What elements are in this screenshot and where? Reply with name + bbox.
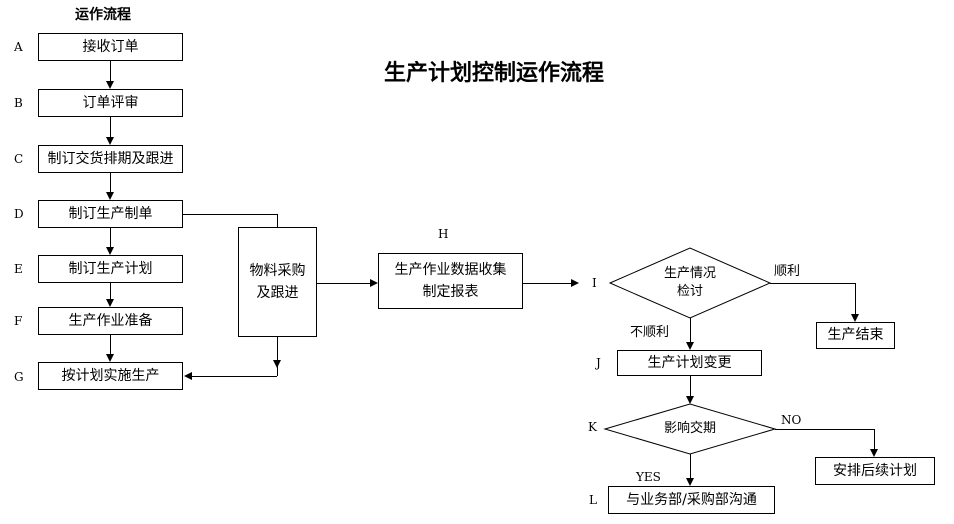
step-letter-e: E: [14, 262, 23, 276]
connector-material-h: [317, 283, 370, 284]
node-material-purchase[interactable]: 物料采购 及跟进: [238, 227, 317, 337]
arrowhead-j-k: [686, 396, 694, 404]
arrowhead-f-g: [106, 354, 114, 362]
step-letter-d: D: [14, 207, 24, 221]
connector-j-k: [690, 376, 691, 396]
connector-b-c: [110, 117, 111, 137]
connector-d-material-h: [183, 214, 278, 215]
arrowhead-k-l: [686, 478, 694, 486]
node-e-production-plan[interactable]: 制订生产计划: [38, 255, 183, 283]
connector-k-l: [690, 454, 691, 478]
arrowhead-k-followup: [870, 449, 878, 457]
node-a-receive-order[interactable]: 接收订单: [38, 33, 183, 61]
arrowhead-h-i: [571, 279, 579, 287]
connector-i-end-h: [770, 283, 856, 284]
step-letter-f: F: [14, 314, 23, 328]
arrowhead-i-j: [686, 342, 694, 350]
step-letter-k: K: [588, 420, 597, 434]
material-line-1: 物料采购: [249, 262, 306, 279]
arrowhead-a-b: [106, 81, 114, 89]
decision-k-affects-delivery[interactable]: 影响交期: [603, 403, 777, 455]
connector-e-f: [110, 283, 111, 299]
data-node-line-1: 生产作业数据收集: [394, 261, 507, 278]
data-node-line-2: 制定报表: [422, 284, 479, 300]
connector-h-i: [523, 283, 571, 284]
page-title: 生产计划控制运作流程: [384, 61, 605, 86]
connector-c-d: [110, 173, 111, 192]
edge-label-not-smooth: 不顺利: [630, 325, 670, 340]
connector-a-b: [110, 61, 111, 81]
edge-label-no: NO: [781, 413, 802, 427]
arrowhead-i-end: [851, 314, 859, 322]
arrowhead-material-g: [184, 372, 192, 380]
arrowhead-c-d: [106, 192, 114, 200]
node-h-data-collection[interactable]: 生产作业数据收集 制定报表: [378, 253, 523, 309]
node-b-order-review[interactable]: 订单评审: [38, 89, 183, 117]
connector-k-followup-v: [874, 429, 875, 449]
arrowhead-b-c: [106, 137, 114, 145]
node-g-execute-plan[interactable]: 按计划实施生产: [38, 362, 183, 390]
arrowhead-material-h: [370, 279, 378, 287]
step-letter-j: J: [596, 356, 601, 370]
decision-i-production-status[interactable]: 生产情况 检讨: [608, 247, 772, 319]
column-header-operation-flow: 运作流程: [75, 7, 131, 23]
connector-i-j: [690, 318, 691, 342]
edge-label-yes: YES: [636, 470, 661, 484]
connector-d-e: [110, 228, 111, 247]
node-c-delivery-schedule[interactable]: 制订交货排期及跟进: [38, 145, 183, 173]
step-letter-l: L: [589, 493, 597, 507]
connector-i-end-v: [855, 283, 856, 314]
connector-f-g: [110, 335, 111, 354]
node-j-plan-change[interactable]: 生产计划变更: [617, 350, 762, 376]
node-production-end[interactable]: 生产结束: [816, 322, 895, 349]
material-line-2: 及跟进: [256, 285, 299, 301]
arrowhead-d-e: [106, 247, 114, 255]
edge-label-smooth: 顺利: [774, 264, 801, 279]
connector-material-g-h: [192, 376, 277, 377]
step-letter-c: C: [14, 152, 24, 166]
node-followup-plan[interactable]: 安排后续计划: [815, 457, 935, 485]
node-l-communicate[interactable]: 与业务部/采购部沟通: [608, 486, 775, 514]
node-d-production-order[interactable]: 制订生产制单: [38, 200, 183, 228]
step-letter-h: H: [438, 227, 449, 241]
arrowhead-e-f: [106, 299, 114, 307]
step-letter-i: I: [592, 276, 597, 290]
step-letter-a: A: [14, 40, 23, 54]
step-letter-g: G: [14, 370, 24, 384]
arrowhead-material-down: [273, 360, 281, 368]
connector-d-material-v: [277, 214, 278, 227]
node-f-production-prep[interactable]: 生产作业准备: [38, 307, 183, 335]
step-letter-b: B: [14, 96, 23, 110]
connector-k-followup-h: [775, 429, 875, 430]
connector-material-g-v: [277, 337, 278, 376]
